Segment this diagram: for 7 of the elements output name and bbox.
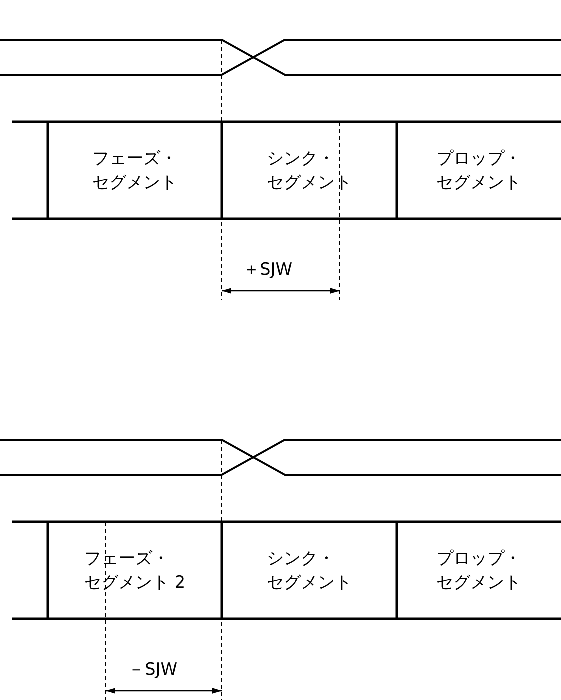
segment-name: シンク・セグメント (267, 548, 352, 594)
segment-name: フェーズ・セグメント (92, 148, 178, 194)
dimension-label: －SJW (128, 659, 178, 681)
segment-name: プロップ・セグメント (436, 548, 522, 594)
segment-name: プロップ・セグメント (436, 148, 522, 194)
dimension-label: ＋SJW (243, 259, 293, 281)
segment-name: シンク・セグメント (267, 148, 352, 194)
